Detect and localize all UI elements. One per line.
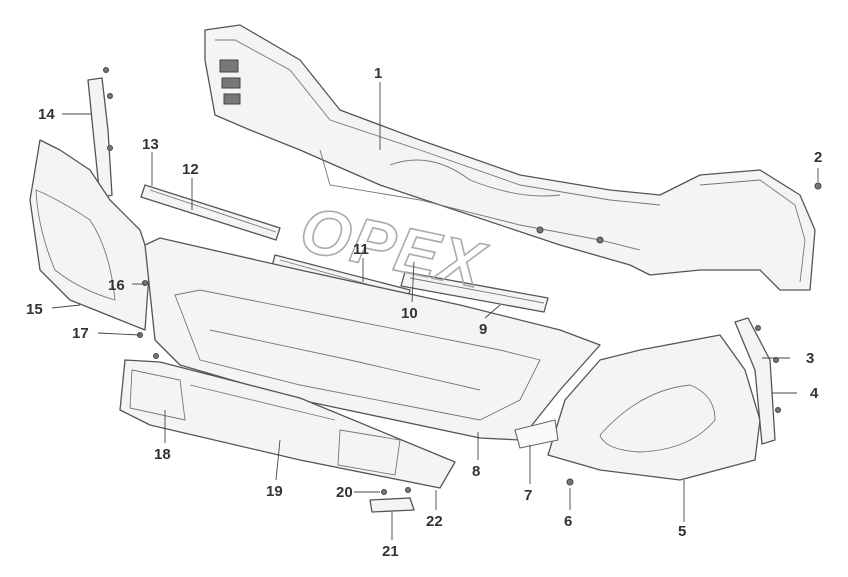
part-9-strip [400, 271, 549, 313]
callout-20: 20 [336, 484, 353, 501]
callout-8: 8 [472, 463, 480, 480]
callout-labels: 1 2 3 4 5 6 7 8 9 10 11 12 13 14 15 16 1… [26, 65, 822, 560]
callout-9: 9 [479, 321, 487, 338]
part-7-bracket [514, 419, 559, 449]
callout-1: 1 [374, 65, 382, 82]
callout-14: 14 [38, 106, 55, 123]
part-14-left-bracket [87, 67, 113, 199]
part-1-support-frame [204, 24, 816, 291]
callout-10: 10 [401, 305, 418, 322]
callout-16: 16 [108, 277, 125, 294]
part-4-right-bracket [734, 317, 781, 445]
callout-22: 22 [426, 513, 443, 530]
callout-4: 4 [810, 385, 819, 402]
part-2-bolt [814, 182, 822, 190]
callout-2: 2 [814, 149, 822, 166]
callout-3: 3 [806, 350, 814, 367]
part-8-bumper-body [144, 237, 601, 441]
callout-11: 11 [353, 241, 369, 258]
callout-12: 12 [182, 161, 199, 178]
leader-lines [51, 82, 819, 540]
callout-5: 5 [678, 523, 686, 540]
callout-13: 13 [142, 136, 159, 153]
callout-17: 17 [72, 325, 89, 342]
part-21-small-plate [369, 487, 415, 513]
part-15-left-corner [29, 139, 151, 331]
part-13-upper-strip [140, 184, 281, 241]
callout-18: 18 [154, 446, 171, 463]
callout-7: 7 [524, 487, 532, 504]
callout-19: 19 [266, 483, 283, 500]
callout-15: 15 [26, 301, 43, 318]
callout-21: 21 [382, 543, 399, 560]
part-6-bolt [566, 478, 574, 486]
part-19-lower-grille [119, 359, 456, 489]
callout-6: 6 [564, 513, 572, 530]
